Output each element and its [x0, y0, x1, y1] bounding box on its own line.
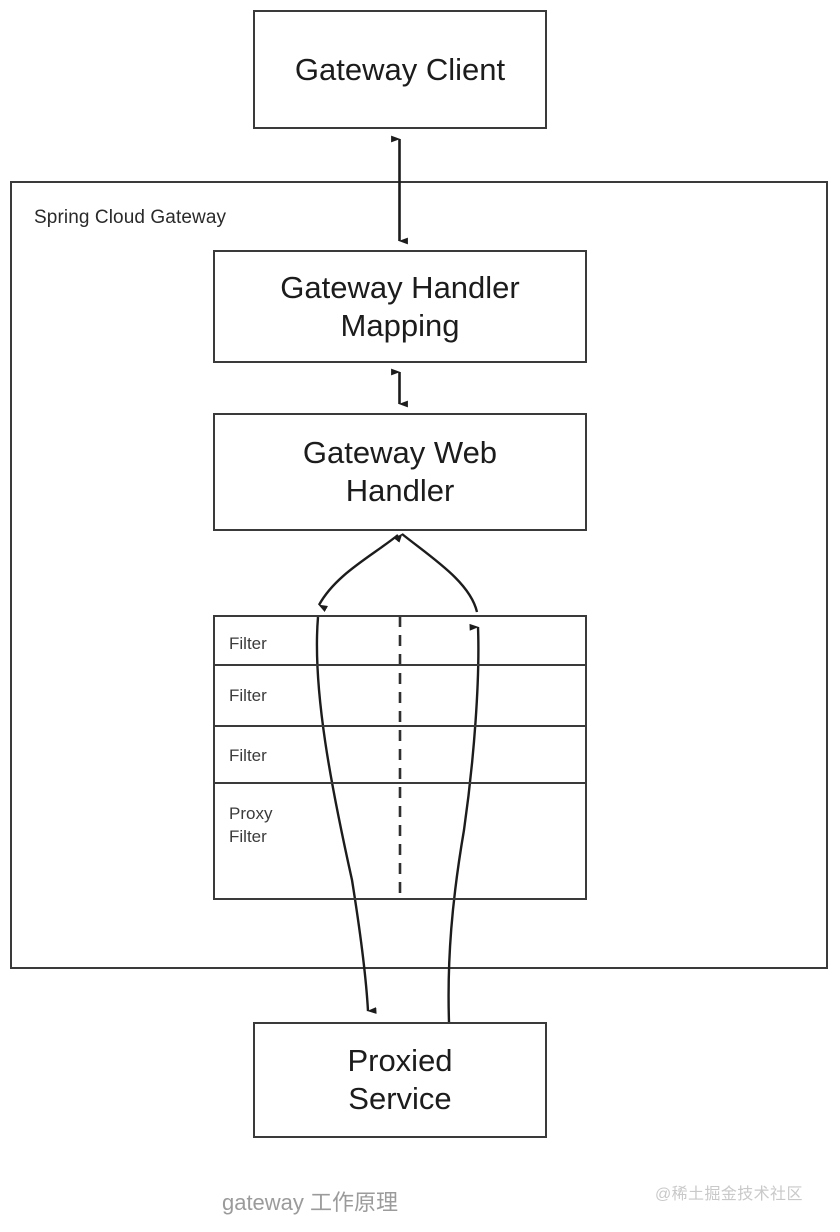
filter-row[interactable]	[215, 666, 585, 727]
node-gateway-client-label: Gateway Client	[294, 51, 506, 87]
connector-web-handler-to-proxied-service	[315, 534, 399, 1014]
node-gateway-handler-mapping-label: Gateway Handler Mapping	[280, 269, 520, 343]
filter-row-label-4: Proxy Filter	[229, 804, 273, 847]
filter-row[interactable]	[215, 617, 585, 666]
node-proxied-service-label: Proxied Service	[347, 1043, 453, 1116]
diagram-caption: gateway 工作原理	[221, 1190, 399, 1215]
spring-cloud-gateway-container	[10, 181, 828, 969]
watermark-label: @稀土掘金技术社区	[655, 1186, 803, 1203]
node-gateway-web-handler-label: Gateway Web Handler	[302, 435, 498, 508]
connector-proxied-service-to-web-handler	[394, 533, 480, 1023]
node-gateway-web-handler[interactable]: Gateway Web Handler	[213, 413, 587, 531]
filter-row-label-2: Filter	[229, 686, 267, 705]
filter-stack	[213, 615, 587, 900]
filter-row-label-3: Filter	[229, 746, 267, 765]
node-gateway-client[interactable]: Gateway Client	[253, 10, 547, 129]
filter-row-label-1: Filter	[229, 634, 267, 653]
filter-row[interactable]	[215, 727, 585, 784]
spring-cloud-gateway-label: Spring Cloud Gateway	[34, 207, 227, 228]
node-gateway-handler-mapping[interactable]: Gateway Handler Mapping	[213, 250, 587, 363]
node-proxied-service[interactable]: Proxied Service	[253, 1022, 547, 1138]
